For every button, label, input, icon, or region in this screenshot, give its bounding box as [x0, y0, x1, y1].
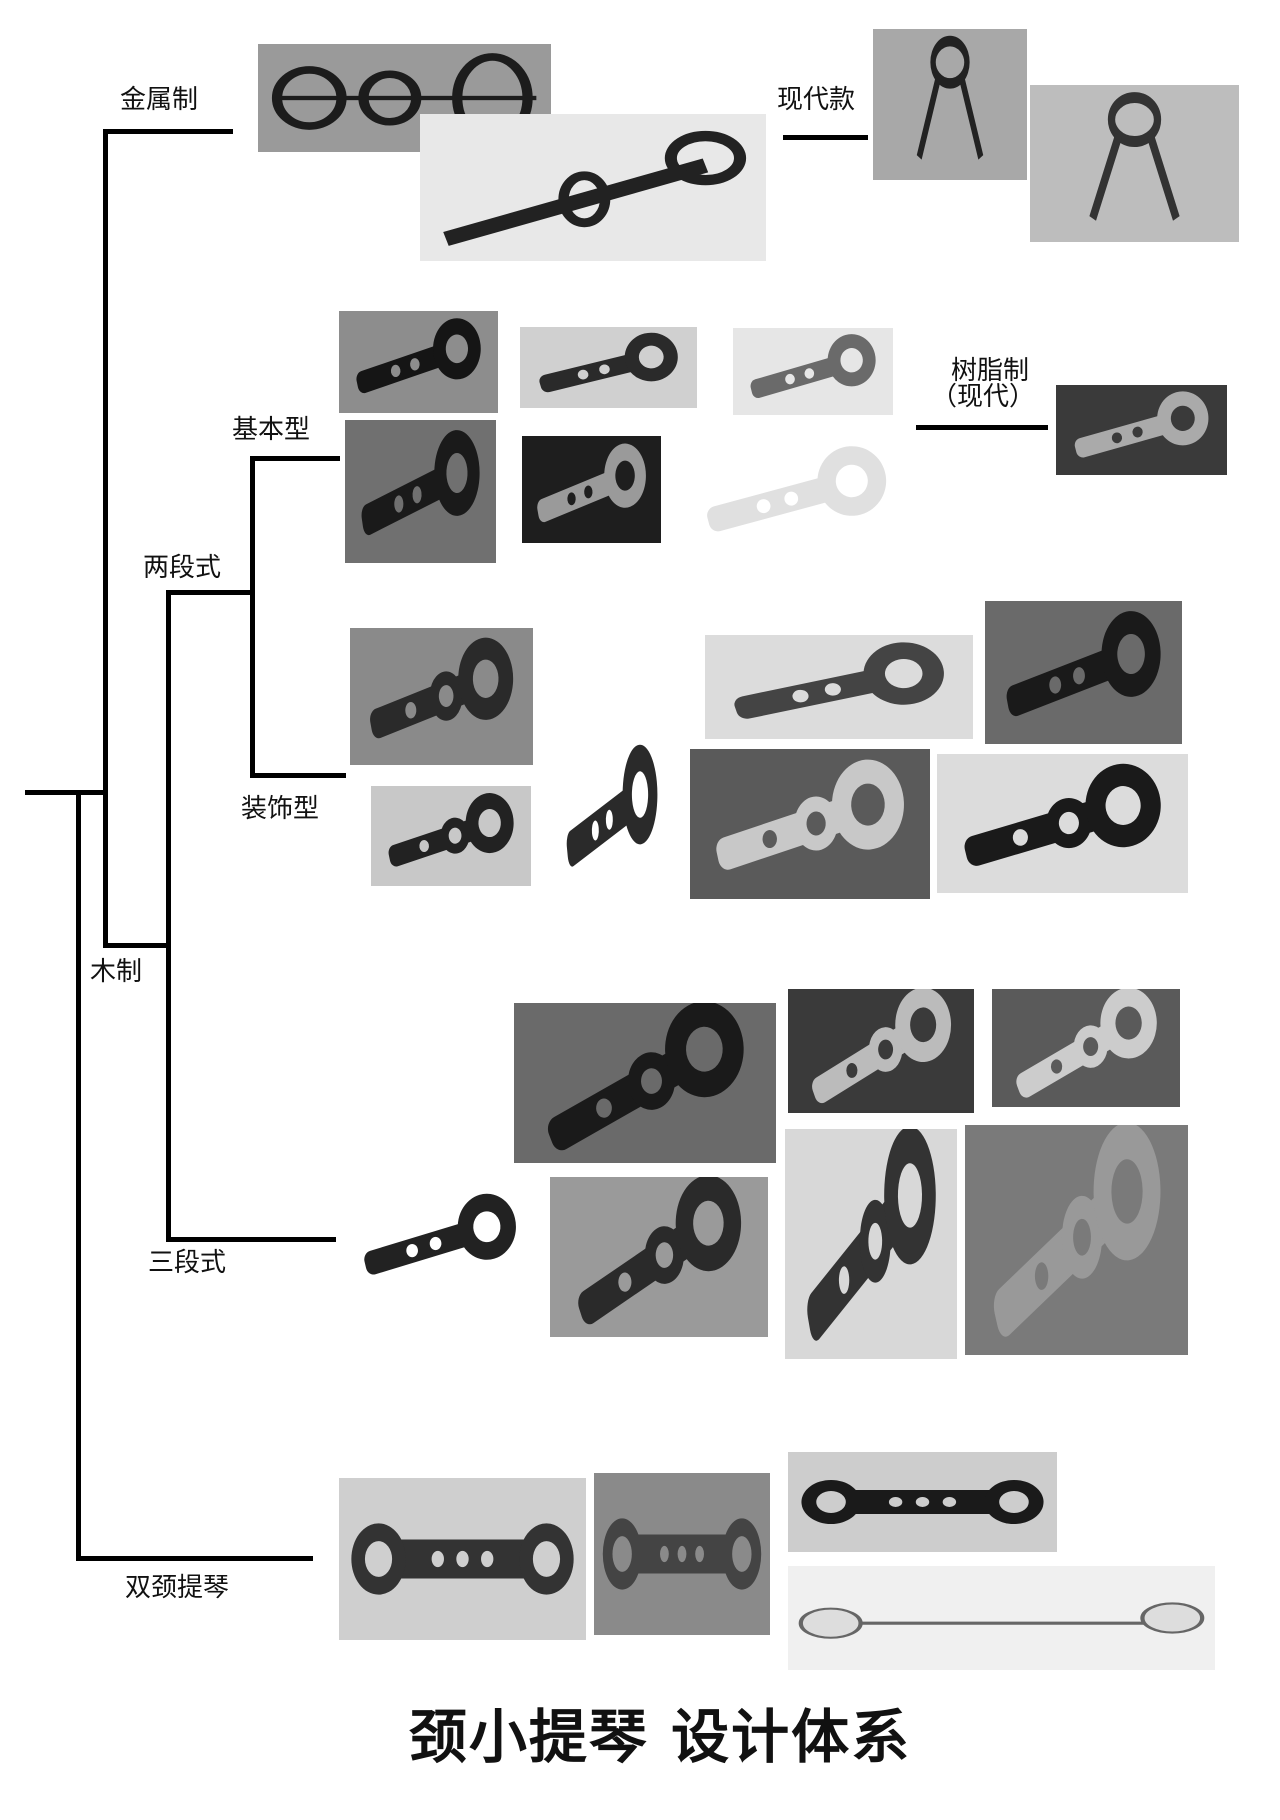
pillory-photo: [420, 114, 766, 261]
pillory-photo: [514, 1003, 776, 1163]
label-resin-line1: 树脂制: [951, 356, 1030, 386]
pillory-photo: [345, 420, 496, 563]
pillory-photo: [785, 1129, 957, 1359]
two-part-trunk: [250, 456, 255, 778]
two-part-branch-line: [166, 590, 253, 595]
wood-branch-line: [103, 943, 170, 948]
pillory-photo: [788, 1452, 1057, 1552]
pillory-photo: [339, 311, 498, 413]
decorative-branch-line: [250, 773, 346, 778]
pillory-photo: [343, 1186, 537, 1296]
label-double: 双颈提琴: [125, 1573, 230, 1603]
label-decorative: 装饰型: [241, 794, 320, 824]
label-two-part: 两段式: [143, 553, 222, 583]
double-branch-trunk: [76, 790, 81, 1560]
pillory-photo: [733, 328, 893, 415]
label-resin: 树脂制 （现代）: [931, 356, 1035, 410]
root-line: [25, 790, 105, 795]
pillory-photo: [520, 327, 697, 408]
main-trunk: [103, 129, 108, 947]
label-modern: 现代款: [777, 85, 856, 115]
pillory-photo: [682, 438, 911, 554]
pillory-photo: [705, 635, 973, 739]
pillory-photo: [985, 601, 1182, 744]
pillory-photo: [992, 989, 1180, 1107]
pillory-photo: [788, 989, 974, 1113]
pillory-photo: [339, 1478, 586, 1640]
pillory-photo: [554, 733, 670, 899]
three-part-branch-line: [166, 1237, 336, 1242]
pillory-photo: [873, 29, 1027, 180]
wood-trunk: [166, 590, 171, 1242]
double-branch-line: [76, 1556, 313, 1561]
pillory-photo: [1030, 85, 1239, 242]
label-metal: 金属制: [120, 85, 199, 115]
pillory-photo: [594, 1473, 770, 1635]
metal-branch-line: [103, 129, 233, 134]
label-three-part: 三段式: [148, 1248, 227, 1278]
pillory-photo: [965, 1125, 1188, 1355]
pillory-photo: [1056, 385, 1227, 475]
pillory-photo: [258, 44, 551, 152]
pillory-photo: [371, 786, 531, 886]
label-resin-line2: （现代）: [931, 382, 1036, 412]
pillory-photo: [937, 754, 1188, 893]
label-wood: 木制: [90, 957, 143, 987]
resin-branch-line: [916, 425, 1048, 430]
pillory-photo: [522, 436, 661, 543]
pillory-photo: [788, 1566, 1215, 1670]
pillory-photo: [690, 749, 930, 899]
pillory-photo: [550, 1177, 768, 1337]
page-title: 颈小提琴 设计体系: [408, 1703, 912, 1771]
pillory-photo: [350, 628, 533, 765]
modern-branch-line: [783, 135, 868, 140]
basic-branch-line: [250, 456, 340, 461]
label-basic: 基本型: [232, 415, 311, 445]
